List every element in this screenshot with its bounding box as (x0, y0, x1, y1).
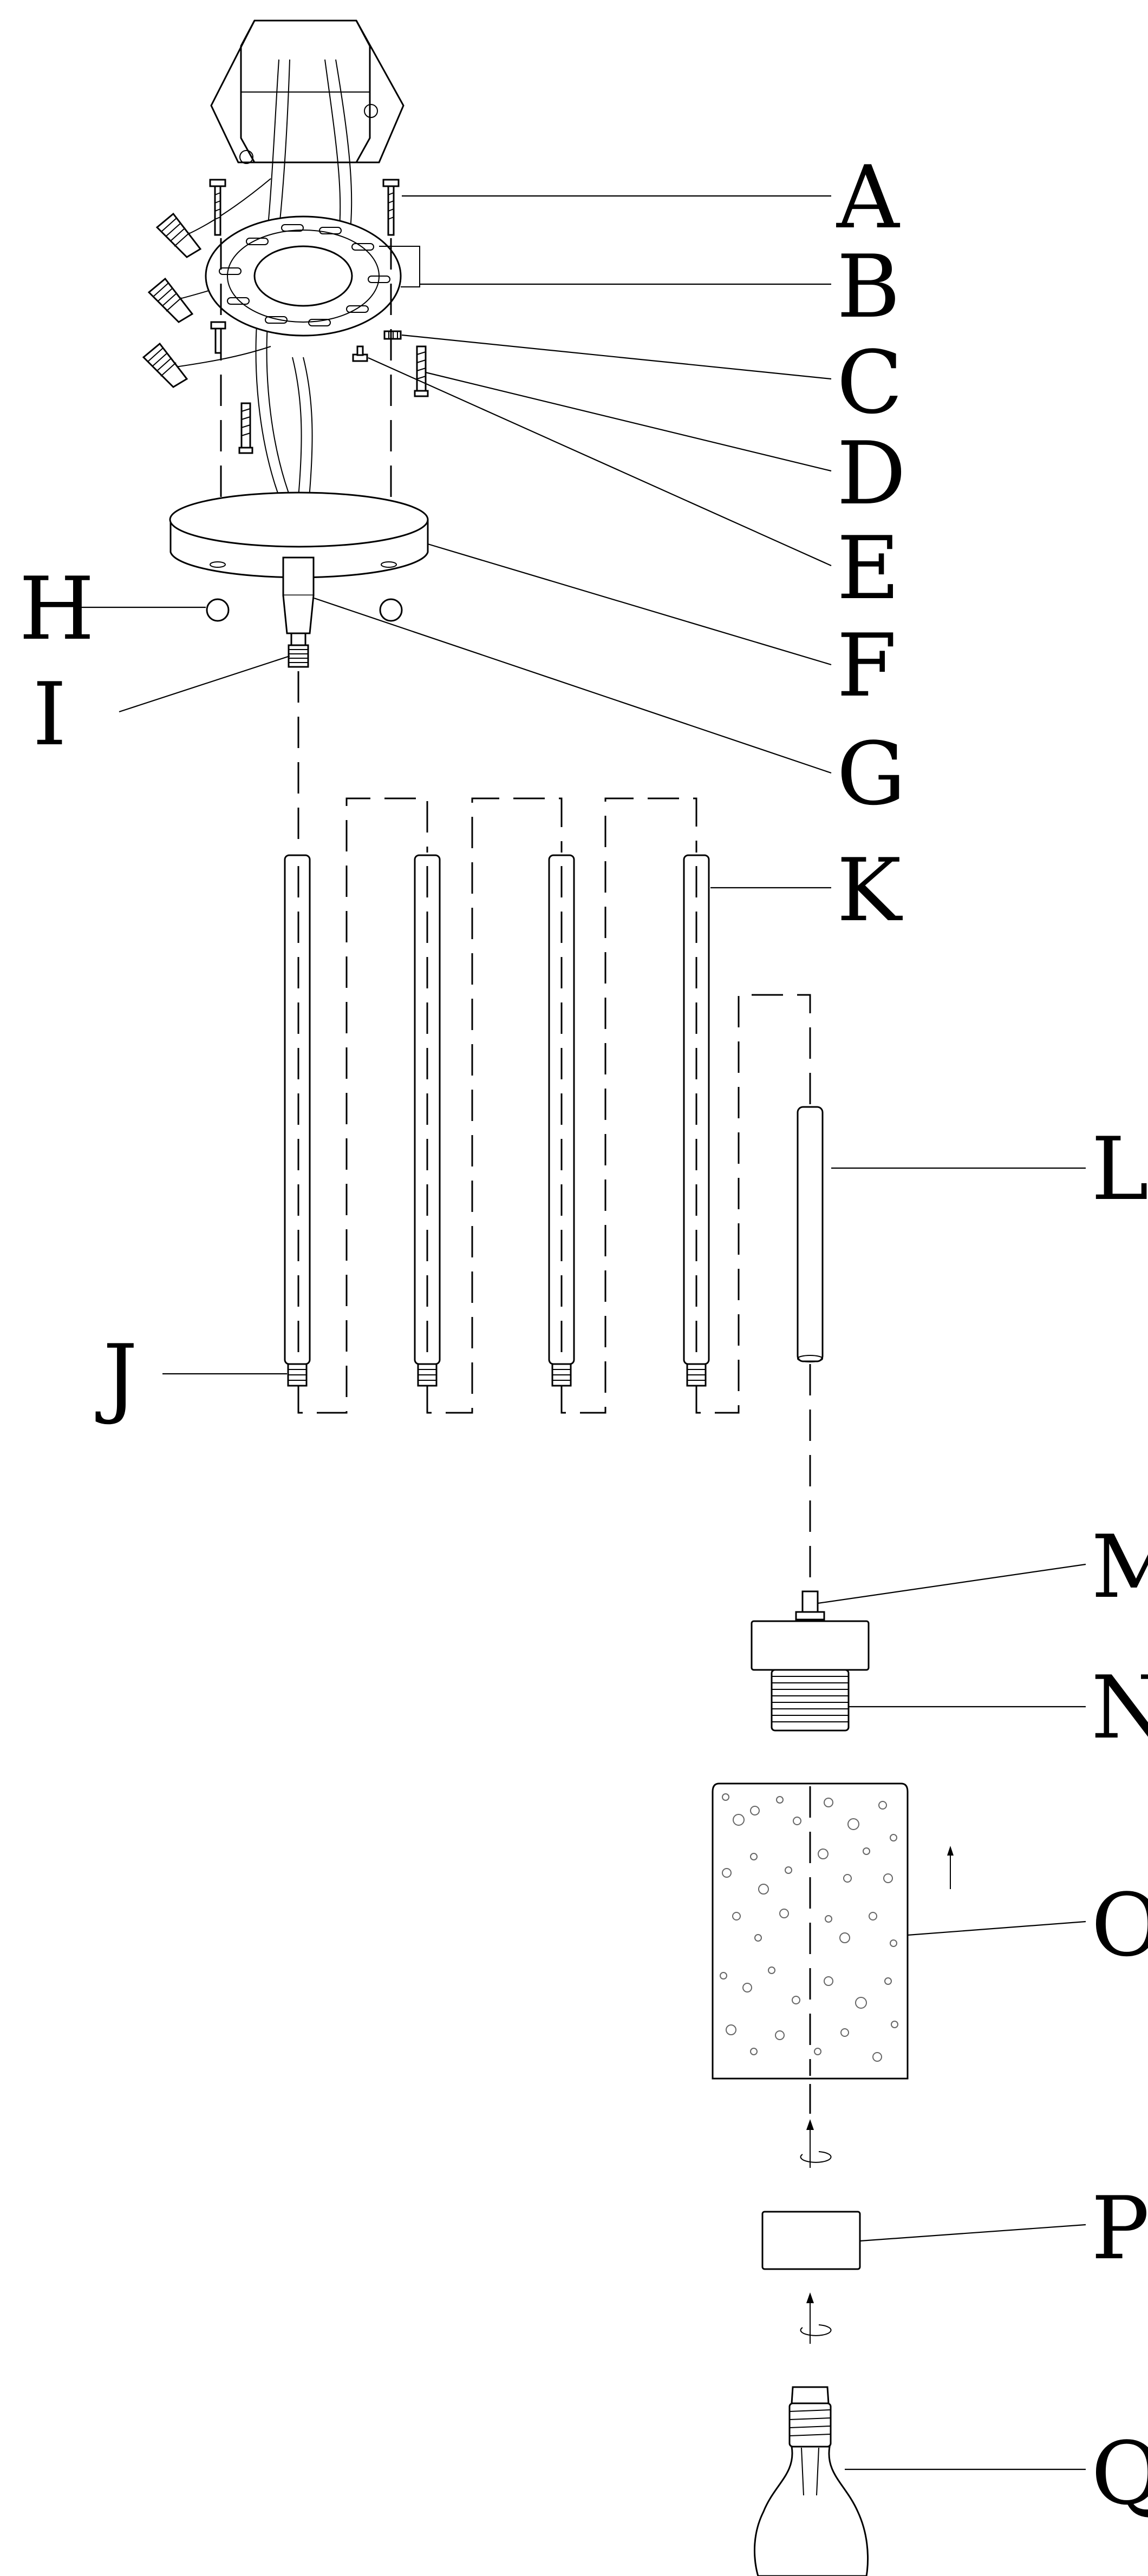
socket-thread (771, 1669, 850, 1732)
bracket-screw-c (383, 330, 402, 340)
label-d: D (837, 423, 906, 524)
down-rod-4 (683, 854, 710, 1387)
label-g: G (837, 723, 906, 824)
label-p: P (1091, 2178, 1148, 2279)
mounting-screw-right (382, 179, 400, 236)
socket-nipple (795, 1590, 825, 1621)
label-n: N (1091, 1657, 1148, 1758)
concrete-shade (712, 1782, 909, 2080)
rod-connector-path-1 (297, 797, 428, 1414)
label-e: E (837, 517, 900, 619)
threaded-nipple (288, 644, 309, 668)
shade-ring (761, 2211, 861, 2270)
junction-box (210, 19, 405, 164)
rod-connector-path-4 (695, 994, 811, 1414)
label-m: M (1091, 1516, 1148, 1617)
label-l: L (1091, 1118, 1148, 1220)
short-rod (797, 1106, 824, 1362)
label-h: H (19, 558, 95, 659)
label-f: F (837, 615, 897, 716)
socket-cap (751, 1620, 870, 1671)
label-a: A (836, 147, 901, 248)
down-rod-3 (548, 854, 575, 1387)
rod-connector-path-2 (426, 797, 563, 1414)
strain-relief (282, 556, 315, 646)
bracket-screw-left (210, 321, 226, 354)
label-o: O (1091, 1874, 1148, 1976)
down-rod-2 (414, 854, 441, 1387)
long-screw-d (414, 345, 429, 397)
label-i: I (32, 664, 67, 765)
long-screw-left (238, 402, 253, 454)
wire-nut-2 (147, 277, 194, 323)
label-k: K (837, 840, 903, 941)
wire-nut-3 (142, 342, 188, 388)
canopy-cap-nut-right (379, 598, 403, 622)
label-j: J (95, 1326, 138, 1427)
mounting-screw-left (209, 179, 226, 236)
wire-nut-1 (155, 212, 202, 258)
up-arrow-icon (947, 1846, 954, 1889)
label-q: Q (1091, 2423, 1148, 2524)
canopy-cap-nut-left (206, 598, 230, 622)
rod-connector-path-3 (560, 797, 697, 1414)
light-bulb (753, 2386, 869, 2576)
label-b: B (837, 236, 901, 337)
rotate-arrow-icon (800, 2292, 832, 2344)
leader-lines (81, 195, 1086, 2470)
ground-screw-e (352, 345, 368, 362)
down-rod-1 (284, 854, 311, 1387)
rotate-arrow-icon (800, 2119, 832, 2168)
mounting-bracket (205, 215, 420, 337)
label-c: C (837, 332, 903, 433)
